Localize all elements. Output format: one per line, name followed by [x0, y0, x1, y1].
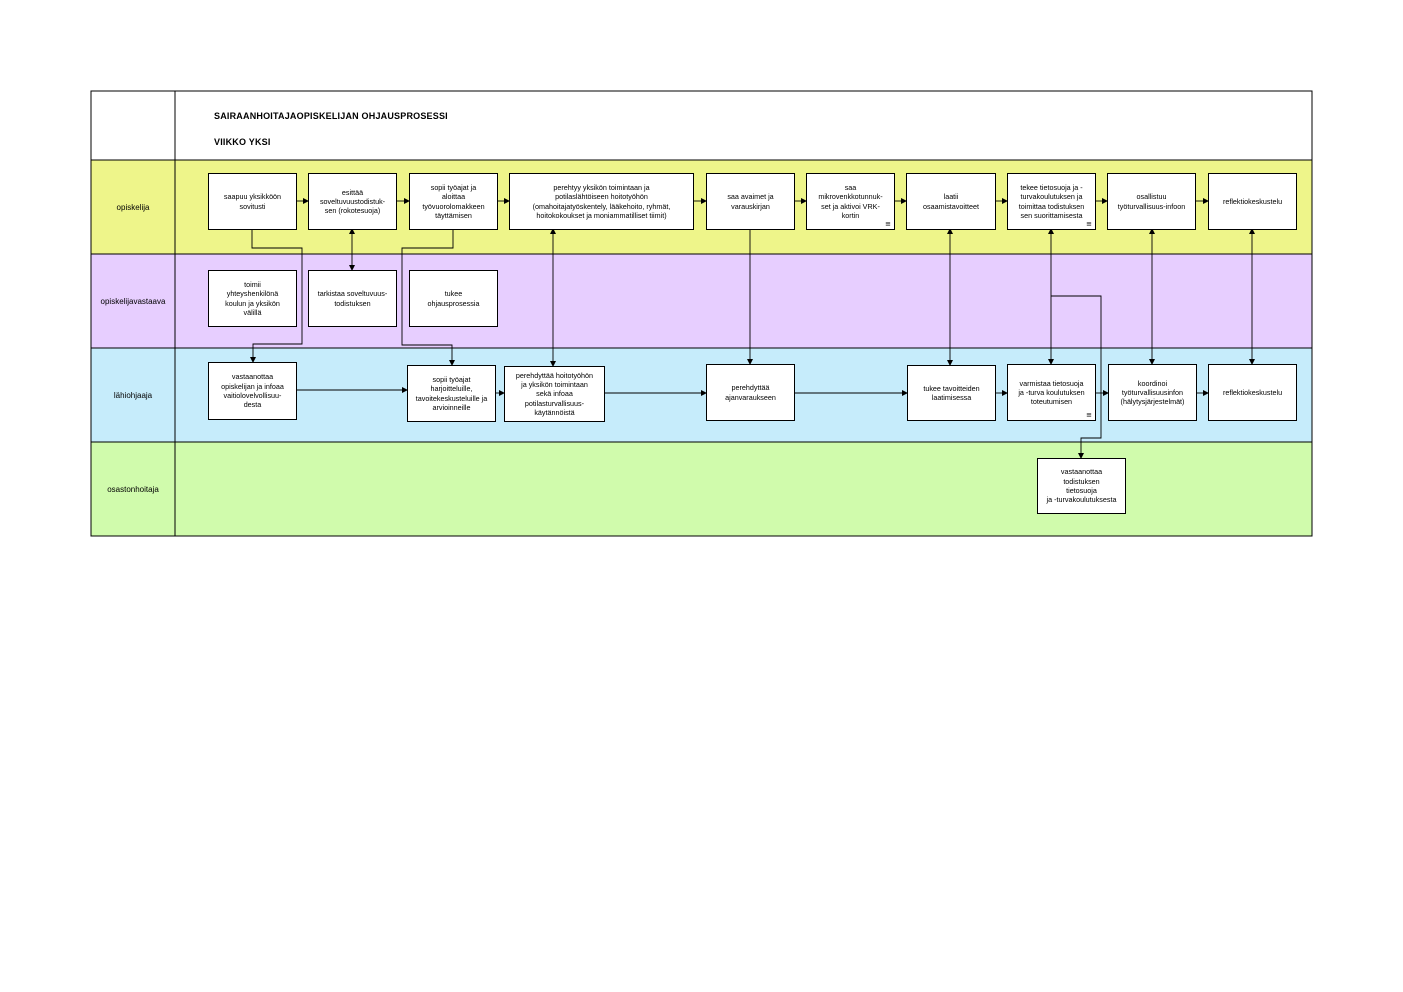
step-toimii-yhteyshenkilona[interactable]: toimii yhteyshenkilönä koulun ja yksikön…	[208, 270, 297, 327]
step-tekee-tietosuojakoulutuksen-label: tekee tietosuoja ja - turvakoulutuksen j…	[1018, 182, 1085, 220]
lane-label-opiskelijavastaava: opiskelijavastaava	[100, 296, 166, 306]
step-esittaa-soveltuvuustodistuksen[interactable]: esittää soveltuvuustodistuk- sen (rokote…	[308, 173, 397, 230]
lane-label-opiskelija: opiskelija	[116, 202, 150, 212]
step-varmistaa-tietosuojakoulutuksen[interactable]: varmistaa tietosuoja ja -turva koulutuks…	[1007, 364, 1096, 421]
step-reflektiokeskustelu-opiskelija[interactable]: reflektiokeskustelu	[1208, 173, 1297, 230]
step-tarkistaa-soveltuvuustodistuksen[interactable]: tarkistaa soveltuvuus- todistuksen	[308, 270, 397, 327]
step-saa-mikroverkkotunnukset-label: saa mikrovenkkotunnuk- set ja aktivoi VR…	[818, 182, 883, 220]
step-saa-avaimet[interactable]: saa avaimet ja varauskirjan	[706, 173, 795, 230]
step-koordinoi-tyoturvallisuusinfon[interactable]: koordinoi työturvallisuusinfon (hälytysj…	[1108, 364, 1197, 421]
step-saa-mikroverkkotunnukset[interactable]: saa mikrovenkkotunnuk- set ja aktivoi VR…	[806, 173, 895, 230]
step-perehdyttaa-ajanvaraukseen[interactable]: perehdyttää ajanvaraukseen	[706, 364, 795, 421]
step-varmistaa-tietosuojakoulutuksen-label: varmistaa tietosuoja ja -turva koulutuks…	[1018, 378, 1085, 407]
step-sopii-tyoajat-harjoitteluille[interactable]: sopii työajat harjoitteluille, tavoiteke…	[407, 365, 496, 422]
connector-o8-h1	[1051, 295, 1102, 459]
lane-label-lahiohjaaja: lähiohjaaja	[113, 390, 153, 400]
step-tukee-tavoitteiden-laatimisessa[interactable]: tukee tavoitteiden laatimisessa	[907, 365, 996, 421]
connector-o1-l1	[250, 229, 303, 363]
lane-label-osastonhoitaja: osastonhoitaja	[107, 484, 159, 494]
connector-o3-l2	[401, 229, 455, 366]
document-icon: ≡	[1086, 220, 1092, 228]
step-tekee-tietosuojakoulutuksen[interactable]: tekee tietosuoja ja - turvakoulutuksen j…	[1007, 173, 1096, 230]
step-vastaanottaa-todistuksen[interactable]: vastaanottaa todistuksen tietosuoja ja -…	[1037, 458, 1126, 514]
lane-osastonhoitaja	[90, 441, 1313, 537]
connectors	[250, 198, 1255, 459]
step-vastaanottaa-opiskelijan[interactable]: vastaanottaa opiskelijan ja infoaa vaiti…	[208, 362, 297, 420]
diagram-title: SAIRAANHOITAJAOPISKELIJAN OHJAUSPROSESSI	[214, 111, 448, 121]
step-perehdyttaa-hoitotyohon[interactable]: perehdyttää hoitotyöhön ja yksikön toimi…	[504, 366, 605, 422]
header-area	[90, 90, 1313, 161]
step-sopii-tyoajat[interactable]: sopii työajat ja aloittaa työvuorolomakk…	[409, 173, 498, 230]
step-reflektiokeskustelu-lahiohjaaja[interactable]: reflektiokeskustelu	[1208, 364, 1297, 421]
step-tukee-ohjausprosessia[interactable]: tukee ohjausprosessia	[409, 270, 498, 327]
step-saapuu-yksikkoon[interactable]: saapuu yksikköön sovitusti	[208, 173, 297, 230]
document-icon: ≡	[1086, 411, 1092, 419]
step-osallistuu-tyoturvallisuusinfoon[interactable]: osallistuu työturvallisuus-infoon	[1107, 173, 1196, 230]
step-laatii-osaamistavoitteet[interactable]: laatii osaamistavoitteet	[906, 173, 996, 230]
document-icon: ≡	[885, 220, 891, 228]
diagram-subtitle: VIIKKO YKSI	[214, 137, 271, 147]
step-perehtyy-yksikon-toimintaan[interactable]: perehtyy yksikön toimintaan ja potilaslä…	[509, 173, 694, 230]
